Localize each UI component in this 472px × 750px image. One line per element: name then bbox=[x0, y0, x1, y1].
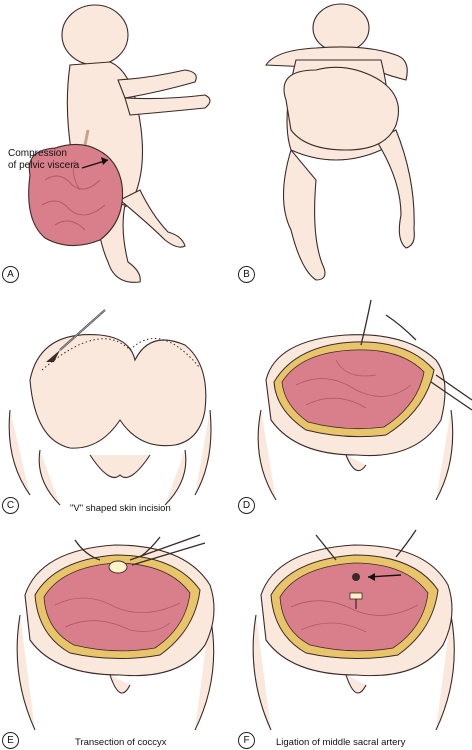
ligature-icon bbox=[349, 573, 363, 609]
panel-f: F Ligation of middle sacral artery bbox=[236, 515, 472, 750]
exposed-mass-f bbox=[279, 562, 429, 652]
caption-e: Transection of coccyx bbox=[75, 737, 167, 748]
panel-c: C "V" shaped skin incision bbox=[0, 290, 236, 515]
caption-f: Ligation of middle sacral artery bbox=[276, 737, 406, 748]
panel-letter-a: A bbox=[2, 266, 19, 283]
exposed-mass-e bbox=[43, 562, 191, 652]
panel-d: D bbox=[236, 290, 472, 515]
exposure-illustration bbox=[257, 299, 472, 501]
buttock-mass bbox=[283, 66, 400, 151]
panel-letter-e: E bbox=[2, 732, 19, 749]
bone-cutter-icon bbox=[74, 534, 206, 566]
exposed-mass bbox=[281, 349, 425, 430]
panel-letter-d: D bbox=[238, 497, 255, 514]
incision-illustration bbox=[8, 309, 212, 506]
panel-letter-f: F bbox=[238, 732, 255, 749]
sacrococcygeal-mass bbox=[28, 143, 124, 247]
panel-a: Compression of pelvic viscera A bbox=[0, 0, 236, 290]
annotation-compression: Compression of pelvic viscera bbox=[8, 148, 80, 171]
panel-b: B bbox=[236, 0, 472, 290]
retractor-icon bbox=[360, 299, 472, 411]
infant-back-illustration bbox=[265, 3, 415, 281]
infant-side-illustration bbox=[28, 4, 211, 283]
panel-e: E Transection of coccyx bbox=[0, 515, 236, 750]
panel-letter-b: B bbox=[238, 266, 255, 283]
caption-c: "V" shaped skin incision bbox=[70, 503, 171, 514]
panel-letter-c: C bbox=[2, 497, 19, 514]
scalpel-icon bbox=[46, 309, 106, 362]
artery-ligation-illustration bbox=[252, 529, 455, 731]
coccyx-transection-illustration bbox=[16, 534, 215, 731]
